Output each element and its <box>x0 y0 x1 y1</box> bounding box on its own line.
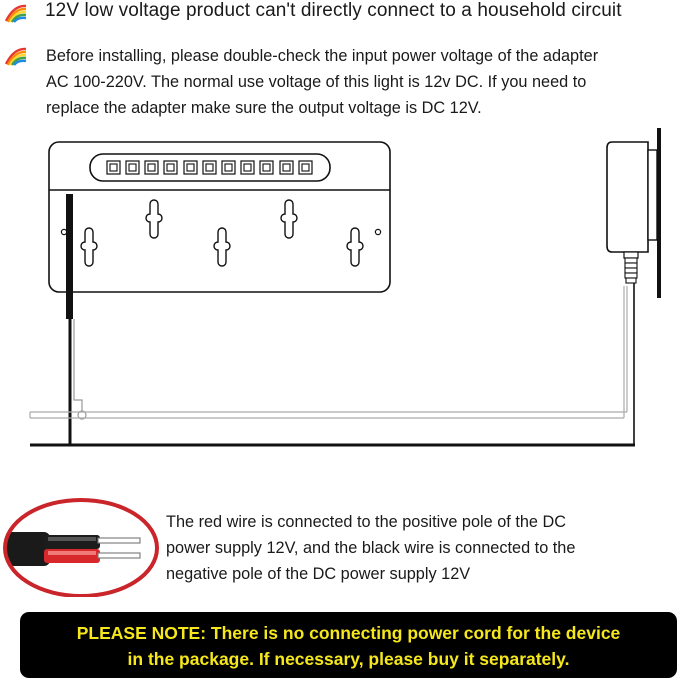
notice-banner: PLEASE NOTE: There is no connecting powe… <box>20 612 677 678</box>
power-adapter <box>606 141 649 253</box>
cable-sheath <box>66 194 73 319</box>
keyholes <box>80 199 364 267</box>
notice-line: PLEASE NOTE: There is no connecting powe… <box>76 623 621 643</box>
headline: 12V low voltage product can't directly c… <box>45 0 622 21</box>
wiring-diagram <box>29 128 661 447</box>
wire-note-line: The red wire is connected to the positiv… <box>166 513 567 531</box>
rainbow-icon <box>4 47 27 66</box>
bare-conductor <box>97 537 141 544</box>
rainbow-icon <box>4 4 27 23</box>
install-instructions: Before installing, please double-check t… <box>46 43 671 121</box>
wire-connection-note: The red wire is connected to the positiv… <box>166 509 676 587</box>
instruction-line: Before installing, please double-check t… <box>46 47 599 65</box>
instruction-line: AC 100-220V. The normal use voltage of t… <box>46 73 587 91</box>
wire-note-line: negative pole of the DC power supply 12V <box>166 565 471 583</box>
notice-line: in the package. If necessary, please buy… <box>127 649 570 669</box>
instruction-line: replace the adapter make sure the output… <box>46 99 482 117</box>
wall <box>657 128 661 298</box>
cable-closeup <box>3 498 159 597</box>
wire-note-line: power supply 12V, and the black wire is … <box>166 539 576 557</box>
